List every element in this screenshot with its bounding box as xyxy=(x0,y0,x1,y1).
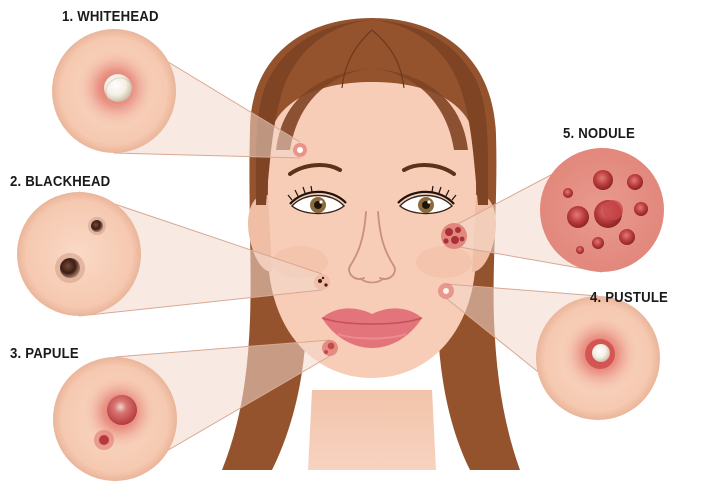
right-cheek-shadow xyxy=(416,246,472,278)
whitehead-label: 1. WHITEHEAD xyxy=(62,8,159,25)
whitehead-closeup xyxy=(52,29,176,153)
face-spot-whitehead xyxy=(293,143,307,157)
pustule-label: 4. PUSTULE xyxy=(590,289,668,306)
face-spot-papule xyxy=(322,340,338,356)
papule-closeup xyxy=(53,357,177,481)
face-spot-pustule xyxy=(438,283,454,299)
neck xyxy=(308,390,436,470)
blackhead-closeup xyxy=(17,192,141,316)
face-spot-nodule xyxy=(441,223,467,249)
nodule-closeup xyxy=(540,148,664,272)
face-spot-blackhead xyxy=(314,274,330,290)
nodule-label: 5. NODULE xyxy=(563,125,635,142)
blackhead-label: 2. BLACKHEAD xyxy=(10,173,110,190)
pustule-closeup xyxy=(536,296,660,420)
papule-label: 3. PAPULE xyxy=(10,345,79,362)
